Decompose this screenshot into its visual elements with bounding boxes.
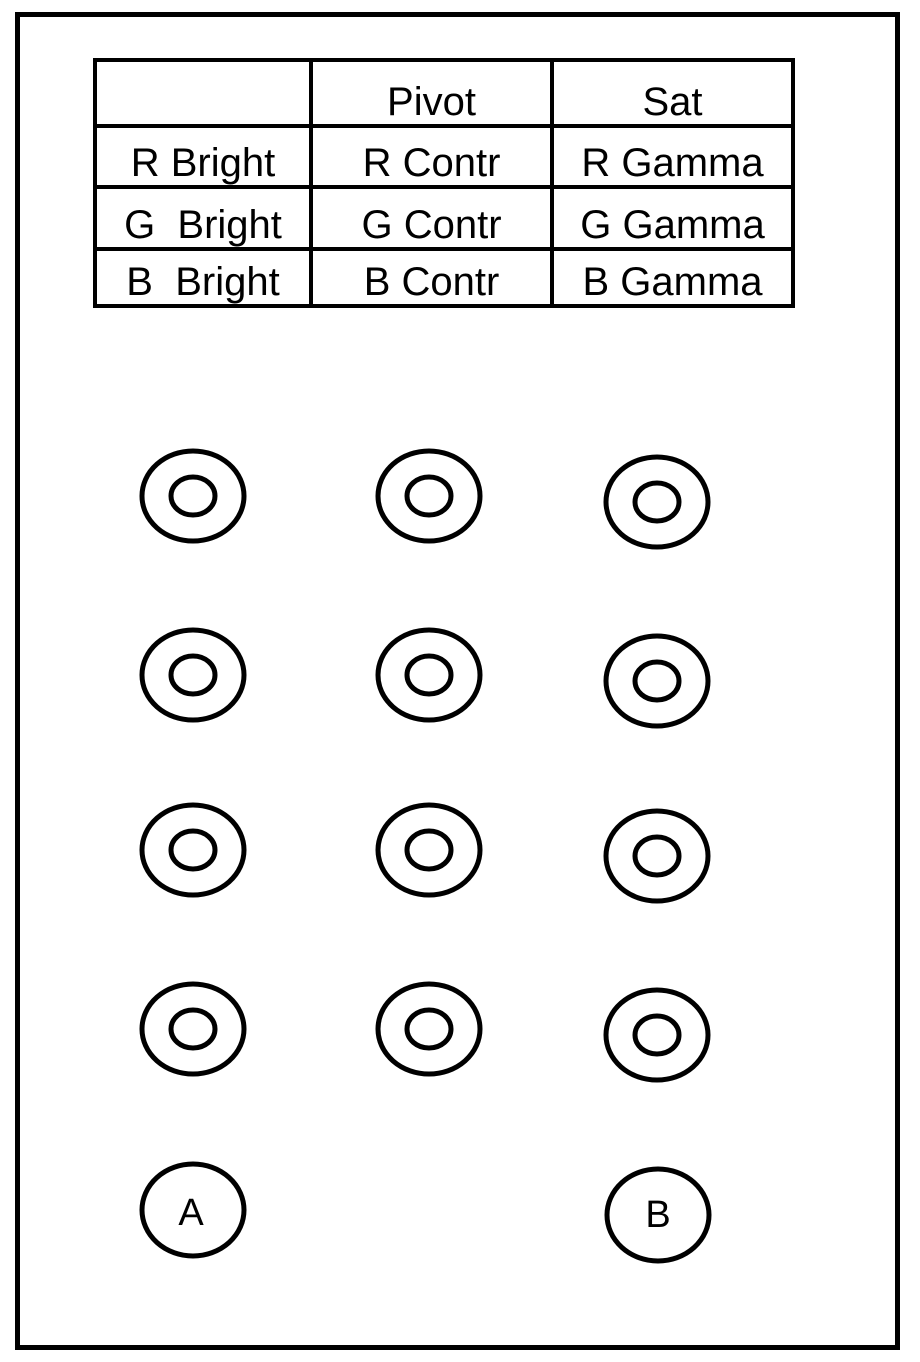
- knob-row-4-col-1[interactable]: [139, 981, 247, 1077]
- knob-inner-ring[interactable]: [168, 653, 218, 697]
- knob-inner-ring[interactable]: [168, 474, 218, 518]
- label-b-gamma: B Gamma: [550, 247, 795, 308]
- knob-inner-ring[interactable]: [404, 474, 454, 518]
- knob-inner-ring[interactable]: [632, 480, 682, 524]
- knob-inner-ring[interactable]: [404, 828, 454, 872]
- knob-row-4-col-2[interactable]: [375, 981, 483, 1077]
- knob-inner-ring[interactable]: [632, 659, 682, 703]
- button-b-outline[interactable]: [604, 1166, 712, 1264]
- knob-row-3-col-3[interactable]: [603, 808, 711, 904]
- knob-row-3-col-2[interactable]: [375, 802, 483, 898]
- knob-row-2-col-2[interactable]: [375, 627, 483, 723]
- knob-inner-ring[interactable]: [168, 1007, 218, 1051]
- knob-row-1-col-2[interactable]: [375, 448, 483, 544]
- knob-row-4-col-3[interactable]: [603, 987, 711, 1083]
- button-a-label: A: [178, 1192, 204, 1234]
- button-b[interactable]: B: [604, 1166, 712, 1264]
- knob-label-table: Pivot Sat R Bright R Contr R Gamma G Bri…: [93, 58, 795, 308]
- button-b-label: B: [645, 1194, 670, 1236]
- knob-inner-ring[interactable]: [632, 1013, 682, 1057]
- button-a-outline[interactable]: [139, 1161, 247, 1259]
- knob-row-2-col-1[interactable]: [139, 627, 247, 723]
- knob-row-2-col-3[interactable]: [603, 633, 711, 729]
- knob-row-3-col-1[interactable]: [139, 802, 247, 898]
- knob-inner-ring[interactable]: [168, 828, 218, 872]
- knob-row-1-col-3[interactable]: [603, 454, 711, 550]
- knob-inner-ring[interactable]: [404, 653, 454, 697]
- knob-inner-ring[interactable]: [632, 834, 682, 878]
- knob-grid: [139, 448, 711, 1083]
- label-b-bright: B Bright: [93, 247, 313, 308]
- knob-row-1-col-1[interactable]: [139, 448, 247, 544]
- button-a[interactable]: A: [139, 1161, 247, 1259]
- label-r-contr: R Contr: [309, 124, 554, 189]
- label-b-contr: B Contr: [309, 247, 554, 308]
- knob-inner-ring[interactable]: [404, 1007, 454, 1051]
